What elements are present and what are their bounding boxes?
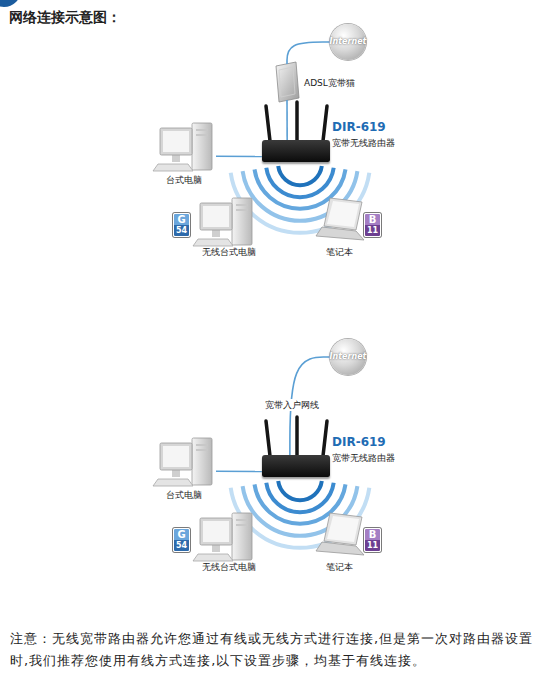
router-antennas xyxy=(266,417,327,456)
node-label: 54 xyxy=(174,540,189,552)
modem-panel xyxy=(279,67,295,97)
note-text: 注意：无线宽带路由器允许您通过有线或无线方式进行连接,但是第一次对路由器设置时,… xyxy=(10,628,545,672)
router-antennas xyxy=(266,102,327,141)
internet-globe: Internet xyxy=(330,24,366,60)
wireless-router: DIR-619宽带无线路由器 xyxy=(262,140,330,162)
desktop-icon xyxy=(193,198,252,246)
standard-badge: B11 xyxy=(364,528,381,552)
network-cable xyxy=(216,470,262,472)
node-label: 宽带无线路由器 xyxy=(332,452,395,464)
model-name: DIR-619 xyxy=(332,436,386,448)
model-name: DIR-619 xyxy=(332,121,386,133)
adsl-modem: ADSL宽带猫 xyxy=(274,64,300,100)
laptop: 笔记本 xyxy=(314,193,364,258)
standard-badge: B11 xyxy=(364,213,381,237)
desktop-computer: 台式电脑 xyxy=(152,120,216,186)
node-label: 无线台式电脑 xyxy=(202,561,256,573)
internet-globe: Internet xyxy=(330,339,366,375)
node-label: B xyxy=(365,214,380,226)
network-cable xyxy=(286,100,288,140)
node-label: ADSL宽带猫 xyxy=(304,77,355,89)
node-label: 台式电脑 xyxy=(166,174,202,186)
desktop-icon xyxy=(153,438,212,486)
laptop-icon xyxy=(316,198,364,240)
standard-badge: G54 xyxy=(173,213,190,237)
desktop-icon xyxy=(153,123,212,171)
node-label: Internet xyxy=(330,351,367,363)
node-label: 无线台式电脑 xyxy=(202,246,256,258)
node-label: G xyxy=(174,529,189,541)
modem-body xyxy=(276,62,299,102)
wireless-desktop: 无线台式电脑 xyxy=(196,195,262,258)
node-label: 台式电脑 xyxy=(166,489,202,501)
standard-badge: G54 xyxy=(173,528,190,552)
node-label: 11 xyxy=(365,225,380,237)
node-label: B xyxy=(365,529,380,541)
node-label: 11 xyxy=(365,540,380,552)
node-label: 笔记本 xyxy=(326,246,353,258)
wireless-desktop: 无线台式电脑 xyxy=(196,510,262,573)
node-label: 54 xyxy=(174,225,189,237)
corner-mark xyxy=(0,0,21,7)
network-cable xyxy=(287,42,330,64)
cable-label: 宽带入户网线 xyxy=(263,399,321,411)
diagram-title: 网络连接示意图： xyxy=(9,9,121,27)
network-cable xyxy=(216,156,262,158)
node-label: Internet xyxy=(330,36,367,48)
desktop-icon xyxy=(193,513,252,561)
laptop: 笔记本 xyxy=(314,508,364,573)
node-label: G xyxy=(174,214,189,226)
node-label: 笔记本 xyxy=(326,561,353,573)
node-label: 宽带无线路由器 xyxy=(332,137,395,149)
desktop-computer: 台式电脑 xyxy=(152,435,216,501)
wireless-router: DIR-619宽带无线路由器 xyxy=(262,455,330,477)
laptop-icon xyxy=(316,513,364,555)
